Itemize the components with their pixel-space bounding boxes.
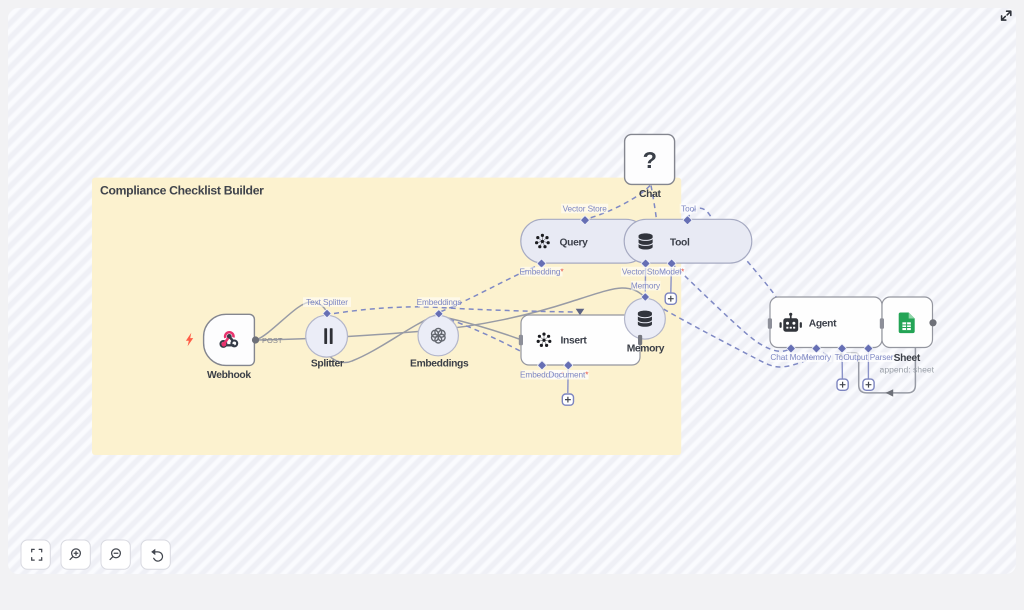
svg-text:POST: POST bbox=[262, 336, 283, 345]
svg-text:Vector Store: Vector Store bbox=[622, 267, 667, 276]
svg-text:Memory: Memory bbox=[802, 353, 832, 362]
svg-text:Chat: Chat bbox=[639, 189, 661, 200]
svg-text:append: sheet: append: sheet bbox=[880, 365, 935, 375]
svg-text:Embedding*: Embedding* bbox=[520, 267, 565, 276]
svg-text:Embeddings: Embeddings bbox=[417, 298, 462, 307]
svg-text:?: ? bbox=[643, 147, 657, 173]
svg-text:Splitter: Splitter bbox=[311, 359, 344, 370]
svg-text:Text Splitter: Text Splitter bbox=[306, 298, 348, 307]
svg-text:Sheet: Sheet bbox=[894, 353, 921, 364]
svg-text:Agent: Agent bbox=[809, 318, 837, 329]
svg-text:Tool: Tool bbox=[681, 204, 696, 213]
svg-text:Output Parser: Output Parser bbox=[843, 353, 893, 362]
svg-text:Compliance Checklist Builder: Compliance Checklist Builder bbox=[100, 184, 264, 198]
svg-text:Tool: Tool bbox=[670, 237, 690, 248]
svg-text:Memory: Memory bbox=[631, 281, 661, 290]
svg-text:Query: Query bbox=[560, 237, 589, 248]
svg-text:Vector Store: Vector Store bbox=[563, 204, 608, 213]
svg-text:Memory: Memory bbox=[627, 344, 665, 355]
svg-text:Tool: Tool bbox=[835, 353, 850, 362]
svg-text:Model*: Model* bbox=[659, 267, 685, 276]
svg-text:Chat Model: Chat Model bbox=[770, 353, 811, 362]
svg-text:Document*: Document* bbox=[548, 371, 589, 380]
svg-text:Insert: Insert bbox=[561, 336, 588, 347]
svg-text:Embeddings: Embeddings bbox=[410, 359, 469, 370]
svg-text:Webhook: Webhook bbox=[207, 370, 251, 381]
